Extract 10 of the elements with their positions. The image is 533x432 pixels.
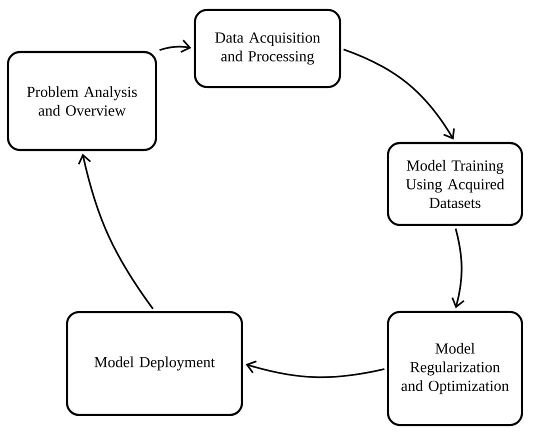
- arrow: [343, 48, 455, 140]
- arrow: [452, 228, 464, 308]
- arrow: [78, 154, 154, 310]
- process-box: Model Deployment: [66, 310, 244, 416]
- process-box: Model Training Using Acquired Datasets: [386, 142, 524, 226]
- process-box: Data Acquisition and Processing: [194, 8, 342, 88]
- process-box: Problem Analysis and Overview: [6, 50, 158, 152]
- arrow: [246, 360, 385, 378]
- process-box: Model Regularization and Optimization: [386, 310, 524, 426]
- arrow: [159, 40, 192, 53]
